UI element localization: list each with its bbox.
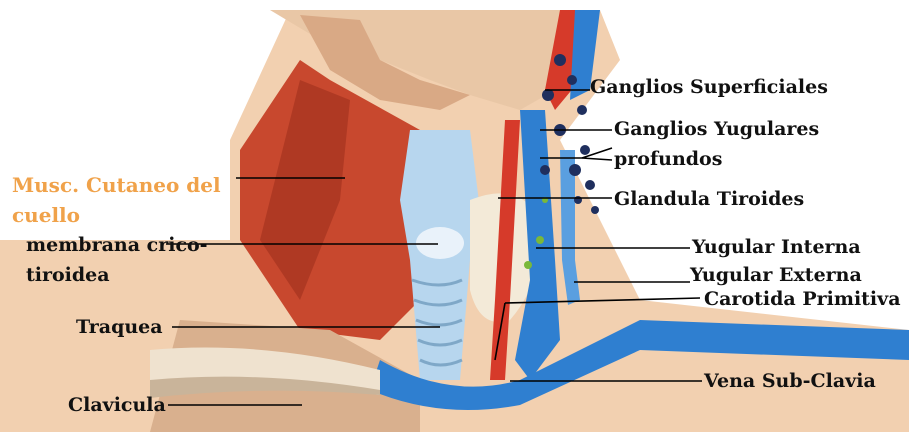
- label-yugular-externa: Yugular Externa: [690, 264, 862, 286]
- label-membrana-line2: tiroidea: [26, 264, 110, 286]
- label-membrana-line1: membrana crico-: [26, 234, 208, 256]
- label-profundos: profundos: [614, 148, 722, 170]
- label-yugular-interna: Yugular Interna: [692, 236, 861, 258]
- label-traquea: Traquea: [76, 316, 163, 338]
- label-clavicula: Clavicula: [68, 394, 166, 416]
- cricothyroid-membrane: [416, 227, 464, 259]
- label-ganglios-yugulares: Ganglios Yugulares: [614, 118, 819, 140]
- label-carotida-primitiva: Carotida Primitiva: [704, 288, 901, 310]
- label-musc-cutaneo-line2: cuello: [12, 204, 80, 226]
- label-ganglios-superficiales: Ganglios Superficiales: [590, 76, 828, 98]
- label-glandula-tiroides: Glandula Tiroides: [614, 188, 804, 210]
- label-musc-cutaneo-line1: Musc. Cutaneo del: [12, 174, 221, 196]
- label-vena-subclavia: Vena Sub-Clavia: [704, 370, 876, 392]
